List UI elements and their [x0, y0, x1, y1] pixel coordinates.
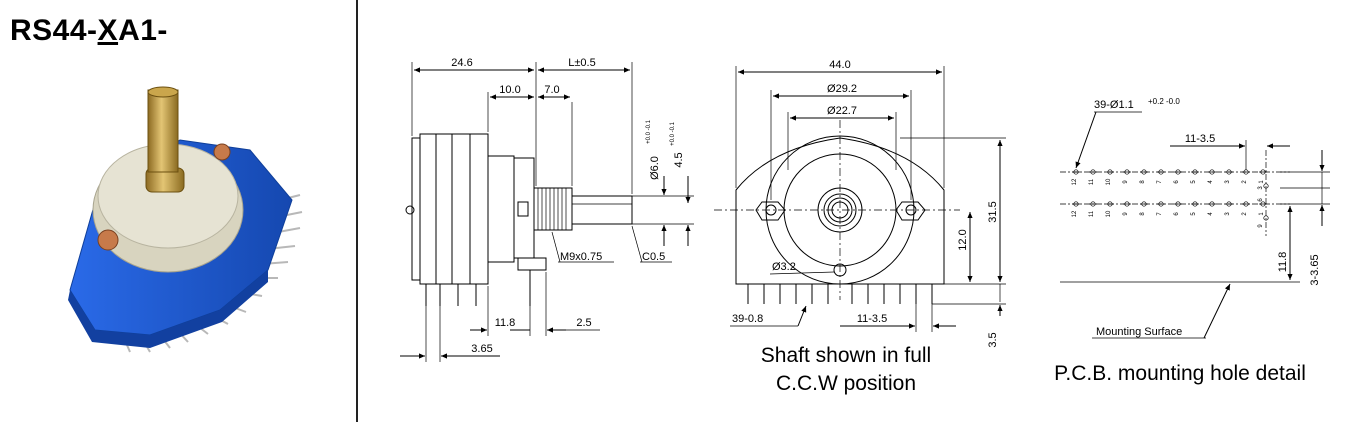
dim-11-8: 11.8 [495, 317, 516, 329]
pcb-pin-number: 1 [1259, 180, 1265, 184]
dim-3-5: 3.5 [987, 332, 999, 347]
pcb-pin-number: 12 [1072, 210, 1078, 217]
pcb-pin-number: 4 [1208, 180, 1214, 184]
pcb-side-number: 9 [1258, 224, 1264, 228]
dim-2-5: 2.5 [576, 317, 591, 329]
pcb-pin-number: 6 [1174, 212, 1180, 216]
thread-label: M9x0.75 [560, 251, 602, 263]
pcb-pin-number: 1 [1259, 212, 1265, 216]
front-view: 44.0 Ø29.2 Ø22.7 31.5 12.0 3.5 Ø3.2 39-0… [714, 59, 1006, 395]
dim-flat-tol: +0.0 -0.1 [670, 121, 676, 146]
dim-length: L±0.5 [568, 57, 595, 69]
brass-shaft [147, 89, 179, 173]
pcb-pin-number: 3 [1225, 180, 1231, 184]
pcb-pitch: 11-3.5 [1185, 133, 1215, 145]
pcb-side-number: 6 [1258, 198, 1264, 202]
copper-screw-left [97, 229, 119, 251]
pcb-hole-count: 39-Ø1.1 [1094, 99, 1134, 111]
copper-screw-right [213, 143, 231, 161]
dim-29-2: Ø29.2 [827, 83, 857, 95]
pcb-pin-number: 8 [1140, 180, 1146, 184]
chamfer-label: C0.5 [642, 251, 665, 263]
pcb-pin-number: 12 [1072, 178, 1078, 185]
front-caption-line2: C.C.W position [776, 372, 916, 395]
pcb-pin-number: 7 [1157, 212, 1163, 216]
dim-7: 7.0 [544, 84, 559, 96]
pcb-dim-3-365: 3-3.65 [1309, 254, 1321, 285]
dim-31-5: 31.5 [987, 201, 999, 222]
product-photo [68, 86, 303, 353]
product-code-title: RS44-XA1- [10, 14, 168, 48]
dim-24-6: 24.6 [451, 57, 472, 69]
pcb-hole-tol: +0.2 -0.0 [1148, 97, 1180, 106]
pcb-view: 12 11 10 9 8 7 6 5 4 3 2 1 12 11 10 9 8 7 6 5 4 3 2 1 3 6 9 39-Ø1.… [1054, 97, 1330, 385]
dim-12: 12.0 [957, 229, 969, 250]
pcb-pin-number: 9 [1123, 212, 1129, 216]
pcb-hole-grid: 12 11 10 9 8 7 6 5 4 3 2 1 12 11 10 9 8 7 6 5 4 3 2 1 3 6 9 [1072, 169, 1269, 228]
title-variable-letter: X [97, 14, 119, 47]
pcb-pin-number: 11 [1089, 210, 1095, 217]
pcb-pin-number: 5 [1191, 180, 1197, 184]
pcb-pin-number: 5 [1191, 212, 1197, 216]
dim-10: 10.0 [499, 84, 520, 96]
pcb-dim-11-8: 11.8 [1277, 252, 1289, 273]
panel-divider [356, 0, 358, 422]
side-view: 24.6 L±0.5 10.0 7.0 Ø6.0 +0.0 -0.1 4.5 +… [400, 57, 694, 362]
dim-pins: 39-0.8 [732, 313, 763, 325]
dim-22-7: Ø22.7 [827, 105, 857, 117]
pcb-pin-number: 9 [1123, 180, 1129, 184]
pcb-pin-number: 3 [1225, 212, 1231, 216]
title-suffix: A1- [118, 14, 168, 47]
pcb-pin-number: 11 [1089, 178, 1095, 185]
dim-pitch: 11-3.5 [857, 313, 887, 325]
title-prefix: RS44- [10, 14, 98, 47]
pcb-pin-number: 7 [1157, 180, 1163, 184]
dim-44: 44.0 [829, 59, 850, 71]
pcb-caption: P.C.B. mounting hole detail [1054, 362, 1306, 385]
dim-flat: 4.5 [673, 152, 685, 167]
dim-3-65: 3.65 [471, 343, 492, 355]
dim-hole-3-2: Ø3.2 [772, 261, 796, 273]
pcb-pin-number: 6 [1174, 180, 1180, 184]
pcb-pin-number: 2 [1242, 180, 1248, 184]
pcb-pin-number: 4 [1208, 212, 1214, 216]
dim-shaft-dia-tol: +0.0 -0.1 [646, 119, 652, 144]
pcb-pin-number: 10 [1106, 210, 1112, 217]
pcb-pin-number: 8 [1140, 212, 1146, 216]
dim-shaft-dia: Ø6.0 [649, 156, 661, 180]
mounting-surface-label: Mounting Surface [1096, 326, 1182, 338]
pcb-pin-number: 10 [1106, 178, 1112, 185]
pcb-side-number: 3 [1258, 186, 1264, 190]
pcb-pin-number: 2 [1242, 212, 1248, 216]
front-caption-line1: Shaft shown in full [761, 344, 931, 367]
